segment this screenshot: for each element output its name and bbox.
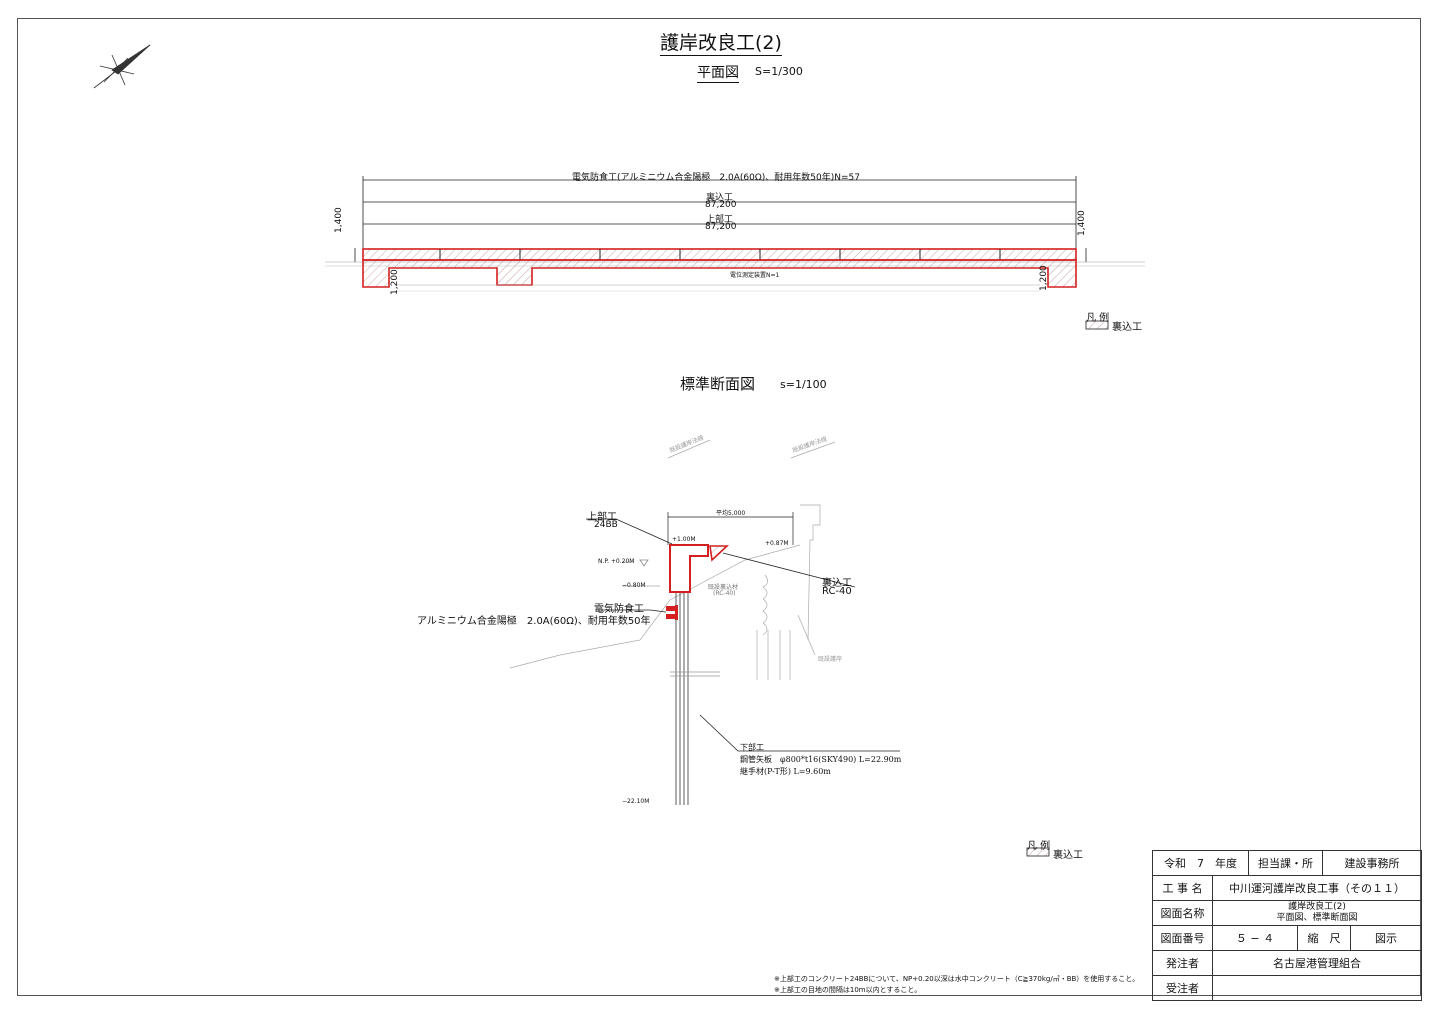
section-backfill xyxy=(709,545,730,562)
lower-label: 下部工 xyxy=(740,743,764,752)
section-legend-head: 凡 例 xyxy=(1027,841,1051,852)
protect-label: 電気防食工 xyxy=(594,604,644,615)
lower-spec-2: 継手材(P-T形) L=9.60m xyxy=(740,767,831,776)
note-1: ※上部工のコンクリート24BBについて、NP+0.20以深は水中コンクリート（C… xyxy=(774,975,1140,983)
section-legend-item: 裏込工 xyxy=(1053,850,1083,861)
back-label: 裏込工 xyxy=(822,578,852,589)
plan-legend-item: 裏込工 xyxy=(1112,322,1142,333)
back-spec: RC-40 xyxy=(822,586,852,597)
contractor-label: 受注者 xyxy=(1152,975,1213,1001)
dept-value: 建設事務所 xyxy=(1322,850,1422,876)
level-right: +0.87M xyxy=(765,540,789,547)
dim-top-label: 上部工 xyxy=(706,215,734,225)
steel-pipe-pile xyxy=(670,560,720,805)
client-label: 発注者 xyxy=(1152,950,1213,976)
fiscal-year: 令和 7 年度 xyxy=(1152,850,1249,876)
dim-right: 1,400 xyxy=(1077,210,1087,236)
plan-scale: S=1/300 xyxy=(755,65,803,78)
existing-backfill-label: 既設裏込材 xyxy=(708,584,739,591)
contractor-name xyxy=(1212,975,1422,1001)
drawing-name-label: 図面名称 xyxy=(1152,900,1213,926)
plan-backfill xyxy=(362,259,1077,288)
scale-label: 縮 尺 xyxy=(1297,925,1351,951)
level-bottom: −22.10M xyxy=(622,798,650,805)
plan-dimensions xyxy=(354,176,1087,262)
note-2: ※上部工の目地の間隔は10m以内とすること。 xyxy=(774,986,922,994)
existing-backfill-spec: (RC-40) xyxy=(713,590,736,597)
dim-protect-label: 電気防食工(アルミニウム合金陽極 2.0A(60Ω)、耐用年数50年)N=57 xyxy=(572,173,860,183)
top-spec: 24BB xyxy=(594,520,618,530)
legend-swatch-plan xyxy=(1085,320,1109,330)
dim-left: 1,400 xyxy=(334,207,344,233)
potential-device-label: 電位測定装置N=1 xyxy=(730,272,780,279)
dim-top-value: 87,200 xyxy=(705,222,737,232)
dim-right-low: 1,200 xyxy=(1039,265,1049,291)
plan-legend-head: 凡 例 xyxy=(1086,313,1110,324)
north-arrow-icon xyxy=(93,44,151,89)
project-label: 工 事 名 xyxy=(1152,875,1213,901)
drawing-number-label: 図面番号 xyxy=(1152,925,1213,951)
client-name: 名古屋港管理組合 xyxy=(1212,950,1422,976)
width-label: 平均5,000 xyxy=(716,510,746,517)
section-existing xyxy=(509,439,836,680)
lower-spec-1: 鋼管矢板 φ800*t16(SKY490) L=22.90m xyxy=(740,755,902,764)
section-heading: 標準断面図 xyxy=(680,375,756,393)
legend-swatch-section xyxy=(1026,847,1050,857)
title-block: 令和 7 年度 担当課・所 建設事務所 工 事 名 中川運河護岸改良工事（その１… xyxy=(1152,850,1422,1001)
drawing-name-line-2: 平面図、標準断面図 xyxy=(1276,913,1358,923)
anode-icon xyxy=(666,605,678,620)
dim-left-low: 1,200 xyxy=(390,269,400,295)
drawing-title: 護岸改良工(2) xyxy=(660,28,782,56)
plan-heading: 平面図 xyxy=(697,62,739,83)
drawing-frame xyxy=(17,18,1421,996)
section-scale: s=1/100 xyxy=(780,378,827,391)
project-name: 中川運河護岸改良工事（その１１） xyxy=(1212,875,1422,901)
level-minus: −0.80M xyxy=(622,582,646,589)
drawing-number: ５ − ４ xyxy=(1212,925,1298,951)
dim-back-label: 裏込工 xyxy=(706,193,734,203)
scale-value: 図示 xyxy=(1350,925,1422,951)
section-top-concrete xyxy=(669,544,709,593)
drawing-name: 護岸改良工(2) 平面図、標準断面図 xyxy=(1212,900,1422,926)
top-label: 上部工 xyxy=(587,512,617,523)
existing-wall-label: 既設護岸 xyxy=(818,656,843,663)
level-top: +1.00M xyxy=(672,536,696,543)
dept-label: 担当課・所 xyxy=(1248,850,1323,876)
plan-top-beam xyxy=(362,248,1077,261)
drawing-name-line-1: 護岸改良工(2) xyxy=(1288,902,1346,912)
level-np: N.P. +0.20M xyxy=(598,558,635,565)
dim-back-value: 87,200 xyxy=(705,200,737,210)
protect-spec: アルミニウム合金陽極 2.0A(60Ω)、耐用年数50年 xyxy=(417,616,651,627)
